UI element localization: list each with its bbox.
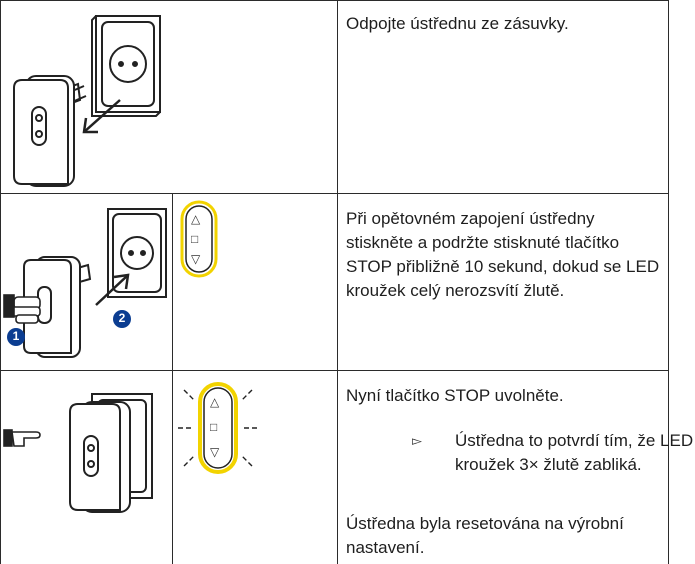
down-symbol: ▽ [210,445,220,459]
hand-pointing-icon [3,429,41,447]
release-illustration [3,393,153,513]
step-marker-1-label: 1 [12,329,20,343]
column-divider [337,0,338,564]
image-divider-row3 [172,370,173,564]
reconnect-illustration [3,208,167,358]
border-top [0,0,669,1]
down-symbol: ▽ [191,252,201,266]
row-divider-1 [0,193,669,194]
row3-instruction: Nyní tlačítko STOP uvolněte. [346,386,564,405]
wall-socket-icon [91,15,161,117]
finger-pressing-icon [3,294,41,324]
central-unit-icon [13,75,87,187]
row2-instruction: Při opětovném zapojení ústředny stisknět… [346,209,660,300]
image-divider-row2 [172,193,173,370]
row1-instruction: Odpojte ústřednu ze zásuvky. [346,14,569,33]
result-arrow-icon: ▻ [412,433,422,448]
stop-symbol: □ [191,232,199,246]
step-marker-2-label: 2 [118,311,126,325]
arrow-icon [82,99,121,134]
row3-footer: Ústředna byla resetována na výrobní nast… [346,514,624,557]
unplug-illustration [13,15,161,187]
step-marker-1 [7,328,25,346]
stop-symbol: □ [210,420,218,434]
central-unit-icon [23,256,92,358]
up-symbol: △ [191,212,201,226]
row-divider-2 [0,370,669,371]
arrow-icon [95,273,130,306]
row3-result: ▻ Ústředna to potvrdí tím, že LED krouže… [412,431,694,474]
central-unit-icon [69,401,131,513]
led-blink-illustration [178,382,258,474]
led-ring-illustration [180,200,218,278]
border-left [0,0,1,564]
wall-socket-icon [107,208,167,298]
step-marker-2 [113,310,131,328]
border-right [668,0,669,564]
up-symbol: △ [210,395,220,409]
